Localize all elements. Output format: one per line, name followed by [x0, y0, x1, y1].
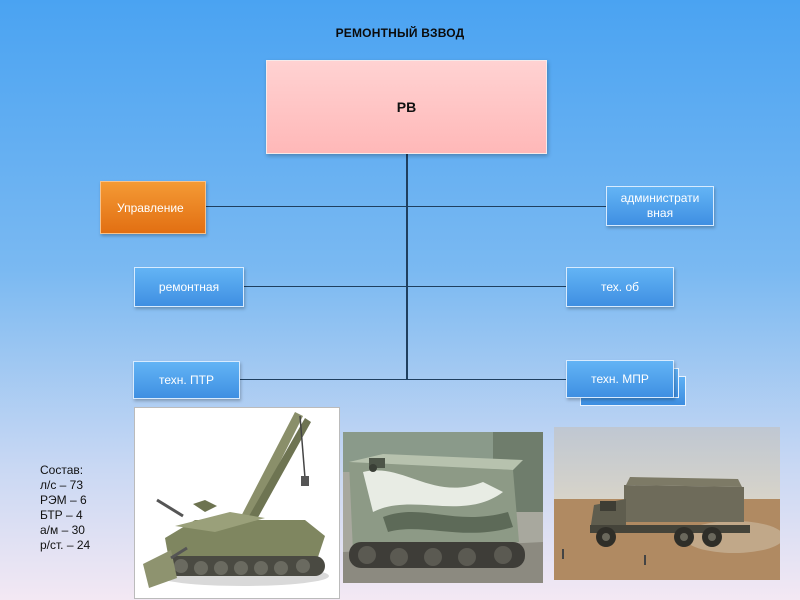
connector-row1 [205, 206, 607, 207]
composition-heading: Состав: [40, 463, 84, 477]
composition-line: р/ст. – 24 [40, 538, 91, 552]
connector-vertical [406, 153, 408, 380]
org-node-root-label: РВ [396, 99, 417, 115]
org-node-tech-mpr: техн. МПР [566, 360, 674, 398]
org-node-tech-mpr-label: техн. МПР [591, 372, 649, 386]
photo-armored-carrier [343, 432, 543, 583]
org-node-tech-ptr-label: техн. ПТР [158, 373, 215, 387]
org-node-tech-service: тех. об [566, 267, 674, 307]
photo-recovery-vehicle [134, 407, 340, 599]
org-node-root: РВ [266, 60, 547, 154]
org-node-repair: ремонтная [134, 267, 244, 307]
photo-military-truck [554, 427, 780, 580]
composition-line: РЭМ – 6 [40, 493, 87, 507]
connector-row2 [244, 286, 567, 287]
org-node-admin: администрати вная [606, 186, 714, 226]
org-node-control-label: Управление [117, 200, 184, 215]
connector-row3 [240, 379, 567, 380]
composition-line: БТР – 4 [40, 508, 83, 522]
org-node-repair-label: ремонтная [158, 280, 220, 294]
org-node-admin-label: администрати вная [620, 191, 700, 220]
org-node-tech-ptr: техн. ПТР [133, 361, 240, 399]
composition-line: л/с – 73 [40, 478, 84, 492]
composition-list: Состав: л/с – 73 РЭМ – 6 БТР – 4 а/м – 3… [40, 463, 90, 553]
composition-line: а/м – 30 [40, 523, 85, 537]
org-node-tech-service-label: тех. об [601, 280, 639, 294]
page-title: РЕМОНТНЫЙ ВЗВОД [335, 26, 465, 40]
org-node-control: Управление [100, 181, 206, 234]
